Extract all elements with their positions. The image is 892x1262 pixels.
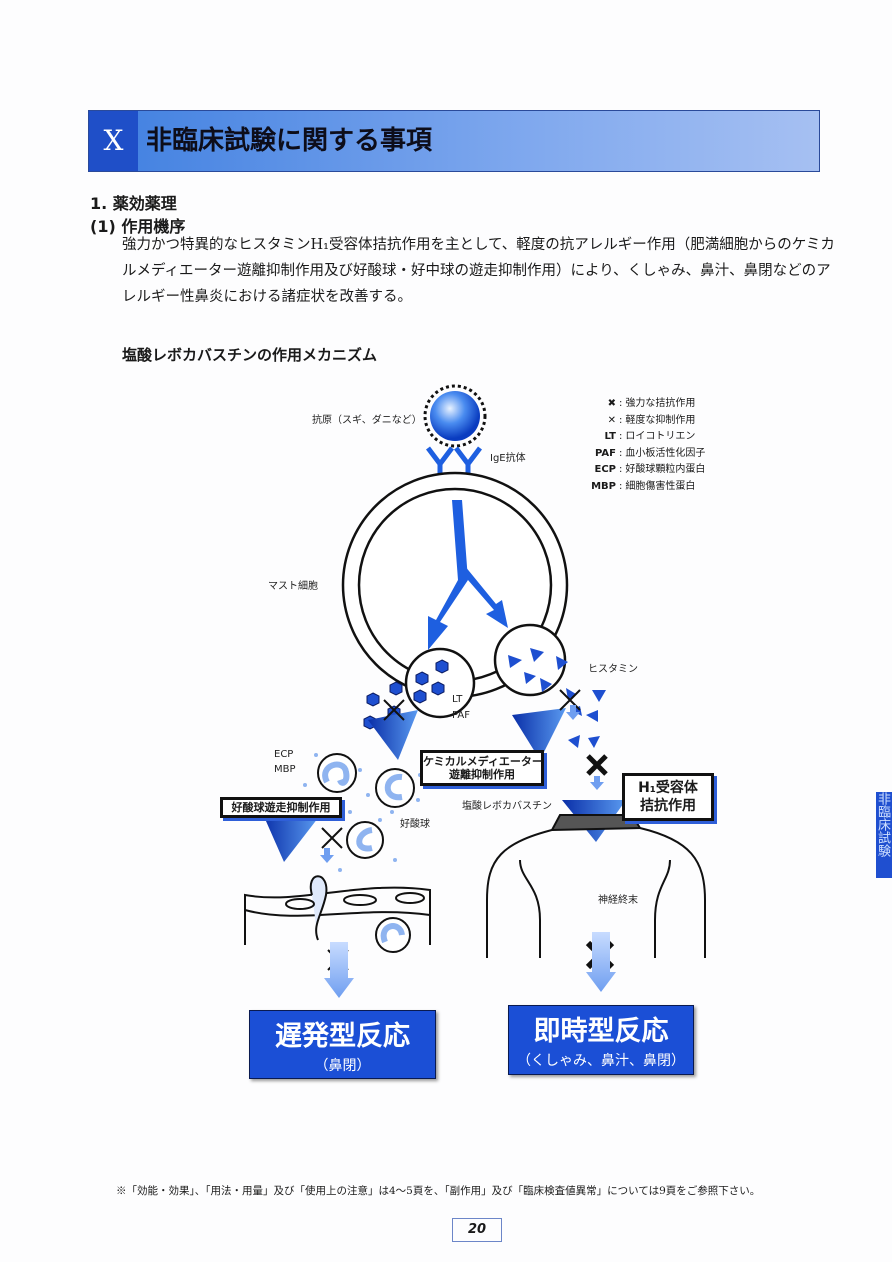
legend-text: 好酸球顆粒内蛋白 bbox=[625, 464, 706, 475]
subheading: (1) 作用機序 bbox=[90, 217, 186, 236]
antigen-icon bbox=[423, 384, 487, 448]
antigen-label: 抗原（スギ、ダニなど） bbox=[312, 415, 422, 426]
legend-key: MBP bbox=[591, 480, 616, 492]
nerve-ending-label: 神経終末 bbox=[598, 895, 638, 906]
legend-key: ✕ bbox=[607, 414, 616, 426]
immediate-reaction-title: 即時型反応 bbox=[533, 1016, 669, 1047]
late-reaction-sub: （鼻閉） bbox=[314, 1058, 371, 1074]
section-title: 非臨床試験に関する事項 bbox=[146, 126, 433, 156]
legend-item: ECP:好酸球顆粒内蛋白 bbox=[578, 462, 706, 479]
legend-text: 血小板活性化因子 bbox=[625, 447, 706, 459]
eosinophils bbox=[317, 753, 415, 953]
legend-item: ✕:軽度な抑制作用 bbox=[578, 413, 705, 430]
chemical-mediator-box: ケミカルメディエーター 遊離抑制作用 bbox=[420, 750, 544, 786]
legend-item: MBP:細胞傷害性蛋白 bbox=[578, 479, 705, 496]
ecp-label: ECP bbox=[274, 749, 294, 760]
nerve-ending bbox=[486, 814, 706, 958]
legend-key: ✖ bbox=[607, 398, 616, 409]
mast-cell bbox=[341, 471, 569, 719]
box-line: 拮抗作用 bbox=[640, 798, 696, 814]
side-tab: 非臨床試験 bbox=[876, 792, 892, 878]
histamine-label: ヒスタミン bbox=[588, 664, 638, 675]
legend-text: ロイコトリエン bbox=[625, 431, 696, 442]
mast-cell-label: マスト細胞 bbox=[268, 581, 318, 592]
immediate-reaction-box: 即時型反応 （くしゃみ、鼻汁、鼻閉） bbox=[508, 1005, 694, 1075]
ige-label: IgE抗体 bbox=[490, 453, 526, 464]
box-line: 遊離抑制作用 bbox=[449, 768, 515, 781]
footnote: ※「効能・効果」、「用法・用量」及び「使用上の注意」は4～5頁を、「副作用」及び… bbox=[116, 1185, 761, 1197]
h1-antagonism-box: H₁受容体 拮抗作用 bbox=[622, 773, 714, 821]
legend-item: ✖:強力な拮抗作用 bbox=[578, 396, 705, 413]
legend-text: 軽度な抑制作用 bbox=[625, 414, 696, 426]
tissue bbox=[244, 875, 431, 945]
legend: ✖:強力な拮抗作用 ✕:軽度な抑制作用 LT:ロイコトリエン PAF:血小板活性… bbox=[578, 396, 705, 495]
paf-label: PAF bbox=[452, 710, 470, 721]
legend-item: PAF:血小板活性化因子 bbox=[578, 446, 705, 463]
small-arrows bbox=[320, 705, 604, 863]
page-number: 20 bbox=[452, 1218, 502, 1242]
reaction-arrows bbox=[324, 932, 616, 998]
drug-label: 塩酸レボカバスチン bbox=[462, 801, 552, 812]
legend-text: 細胞傷害性蛋白 bbox=[625, 480, 696, 492]
section-number: X bbox=[89, 111, 138, 171]
release-arrows bbox=[428, 500, 508, 650]
legend-key: LT bbox=[604, 431, 616, 442]
late-reaction-box: 遅発型反応 （鼻閉） bbox=[249, 1010, 436, 1079]
box-line: ケミカルメディエーター bbox=[423, 755, 543, 768]
body-paragraph: 強力かつ特異的なヒスタミンH₁受容体拮抗作用を主として、軽度の抗アレルギー作用（… bbox=[122, 237, 835, 305]
section-header: X 非臨床試験に関する事項 bbox=[88, 110, 820, 172]
legend-key: PAF bbox=[595, 447, 616, 459]
eosinophil-migration-box: 好酸球遊走抑制作用 bbox=[220, 797, 342, 818]
eosinophil-label: 好酸球 bbox=[400, 819, 430, 830]
mbp-label: MBP bbox=[274, 764, 296, 775]
figure-caption: 塩酸レボカバスチンの作用メカニズム bbox=[122, 346, 378, 364]
lt-label: LT bbox=[452, 694, 463, 705]
legend-item: LT:ロイコトリエン bbox=[578, 429, 705, 446]
heading: 1. 薬効薬理 bbox=[90, 194, 177, 213]
late-reaction-title: 遅発型反応 bbox=[275, 1021, 410, 1052]
immediate-reaction-sub: （くしゃみ、鼻汁、鼻閉） bbox=[517, 1053, 685, 1069]
box-line: H₁受容体 bbox=[638, 780, 698, 796]
legend-text: 強力な拮抗作用 bbox=[625, 398, 696, 409]
legend-key: ECP bbox=[594, 464, 617, 475]
